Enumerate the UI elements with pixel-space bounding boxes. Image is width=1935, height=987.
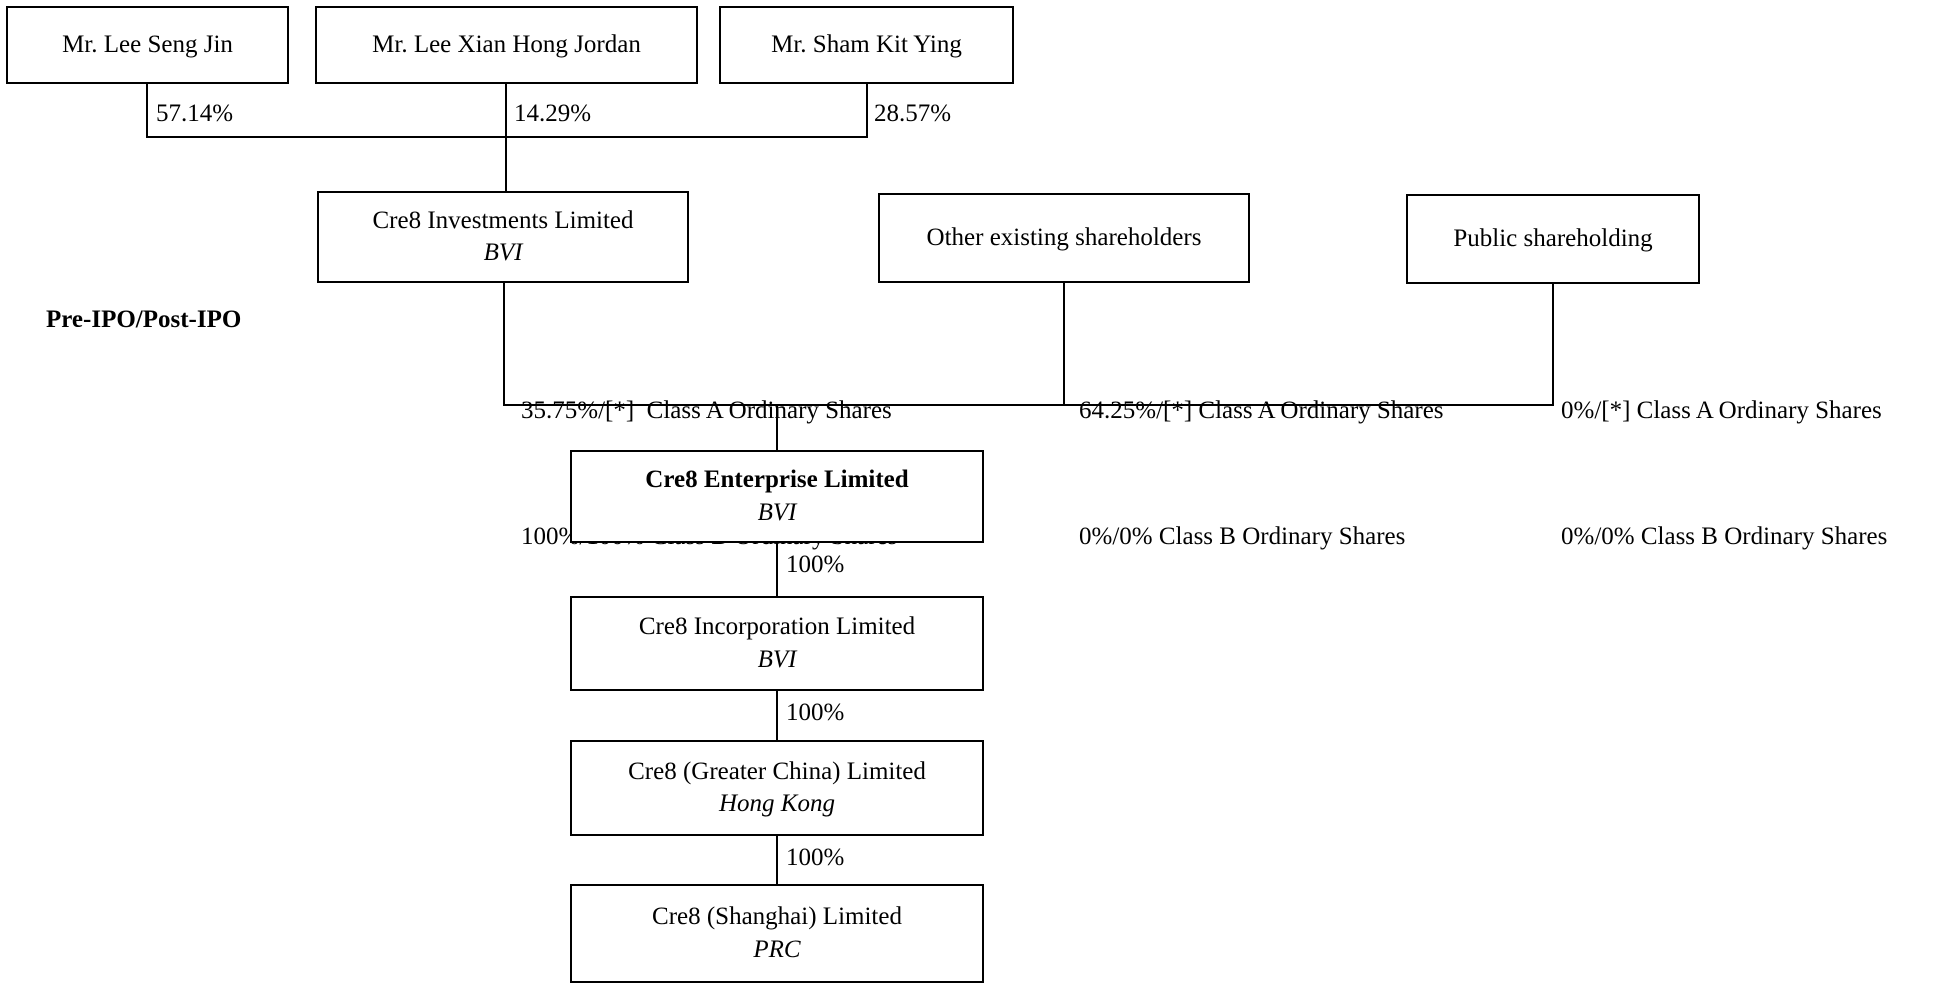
entity-name: Cre8 Investments Limited xyxy=(372,206,634,234)
ownership-label: 100% xyxy=(786,844,845,871)
class-b-line: 0%/0% Class B Ordinary Shares xyxy=(1561,523,1888,550)
subsidiary-box-cre8-incorporation: Cre8 Incorporation Limited BVI xyxy=(570,596,984,691)
subsidiary-box-cre8-greater-china: Cre8 (Greater China) Limited Hong Kong xyxy=(570,740,984,836)
entity-jurisdiction: BVI xyxy=(757,498,797,526)
entity-name: Cre8 Incorporation Limited xyxy=(638,613,916,640)
shareholding-detail-public: 0%/[*] Class A Ordinary Shares 0%/0% Cla… xyxy=(1561,306,1887,642)
ownership-label: 100% xyxy=(786,551,845,578)
section-label: Pre-IPO/Post-IPO xyxy=(46,306,242,333)
connector-line xyxy=(866,84,868,136)
ownership-label: 100% xyxy=(786,699,845,726)
founder-box-lee-xian-hong-jordan: Mr. Lee Xian Hong Jordan xyxy=(315,6,698,84)
entity-jurisdiction: PRC xyxy=(753,935,801,963)
stake-label: 28.57% xyxy=(874,100,952,127)
subsidiary-box-cre8-shanghai: Cre8 (Shanghai) Limited PRC xyxy=(570,884,984,983)
company-box-cre8-enterprise: Cre8 Enterprise Limited BVI xyxy=(570,450,984,543)
entity-jurisdiction: Hong Kong xyxy=(719,790,835,817)
founder-box-sham-kit-ying: Mr. Sham Kit Ying xyxy=(719,6,1014,84)
connector-line xyxy=(776,691,778,740)
class-a-line: 0%/[*] Class A Ordinary Shares xyxy=(1561,397,1882,424)
founder-name: Mr. Lee Xian Hong Jordan xyxy=(372,30,641,58)
entity-name: Cre8 (Shanghai) Limited xyxy=(652,903,902,930)
connector-line xyxy=(146,84,148,136)
stake-label: 57.14% xyxy=(156,100,234,127)
founder-box-lee-seng-jin: Mr. Lee Seng Jin xyxy=(6,6,289,84)
connector-line xyxy=(776,404,778,450)
connector-line xyxy=(146,136,868,138)
entity-name: Cre8 (Greater China) Limited xyxy=(628,757,926,785)
connector-line xyxy=(1063,283,1065,404)
founder-name: Mr. Lee Seng Jin xyxy=(62,30,233,58)
shareholder-box-public: Public shareholding xyxy=(1406,194,1700,284)
entity-jurisdiction: BVI xyxy=(757,645,797,673)
shareholder-box-other-existing: Other existing shareholders xyxy=(878,193,1250,283)
founder-name: Mr. Sham Kit Ying xyxy=(771,30,962,58)
connector-line xyxy=(1552,284,1554,404)
entity-name: Cre8 Enterprise Limited xyxy=(645,466,909,493)
entity-name: Other existing shareholders xyxy=(926,223,1202,251)
class-a-line: 64.25%/[*] Class A Ordinary Shares xyxy=(1079,397,1444,424)
entity-name: Public shareholding xyxy=(1453,224,1653,252)
connector-line xyxy=(503,404,1554,406)
connector-line xyxy=(776,543,778,596)
shareholding-detail-other-existing: 64.25%/[*] Class A Ordinary Shares 0%/0%… xyxy=(1079,306,1444,642)
connector-line xyxy=(503,283,505,404)
shareholder-box-cre8-investments: Cre8 Investments Limited BVI xyxy=(317,191,689,283)
connector-line xyxy=(776,836,778,884)
stake-label: 14.29% xyxy=(514,100,592,127)
entity-jurisdiction: BVI xyxy=(483,239,523,266)
class-a-line: 35.75%/[*] Class A Ordinary Shares xyxy=(521,397,892,424)
class-b-line: 0%/0% Class B Ordinary Shares xyxy=(1079,523,1406,550)
